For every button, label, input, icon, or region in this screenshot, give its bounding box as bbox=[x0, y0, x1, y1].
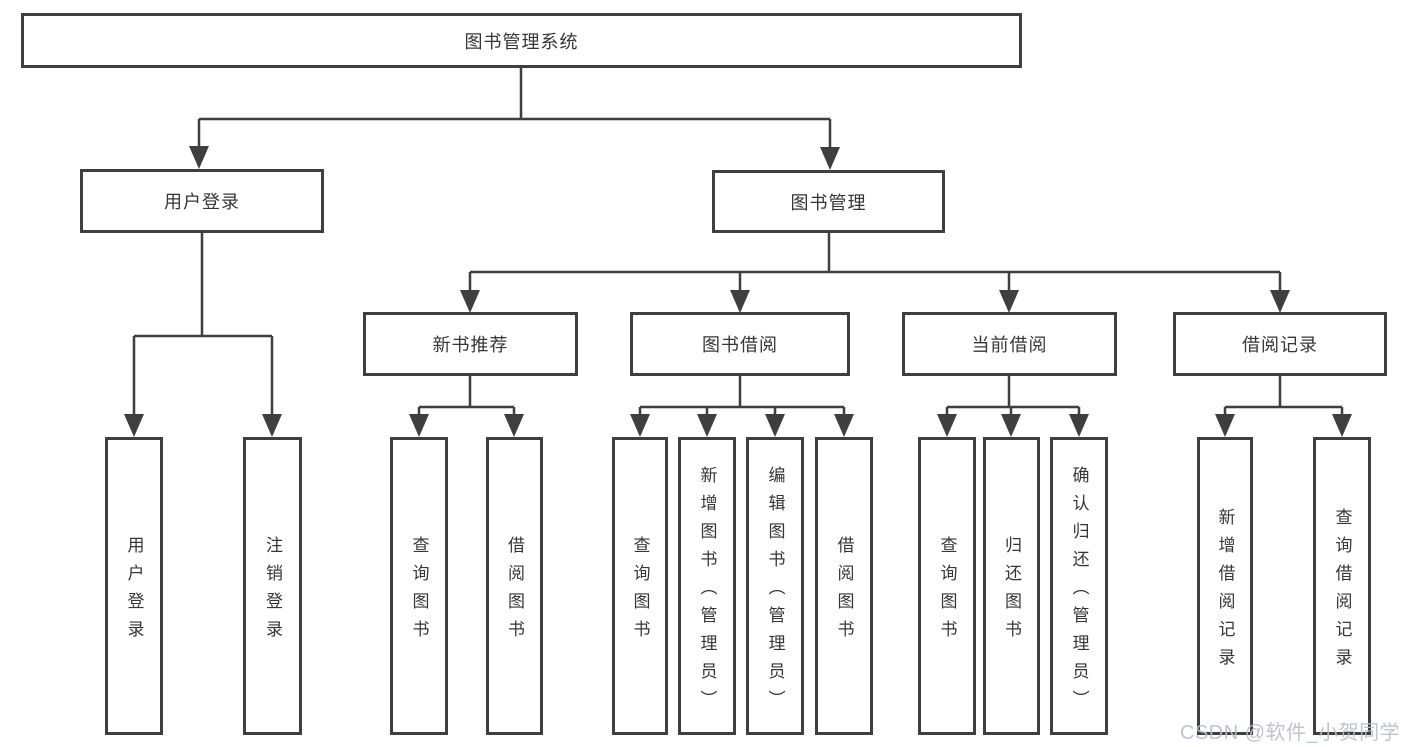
node-label: 查询图书 bbox=[630, 535, 650, 648]
node-label: 借阅记录 bbox=[1242, 335, 1318, 355]
leaf-query-books-1: 查询图书 bbox=[390, 437, 448, 735]
leaf-logout: 注销登录 bbox=[243, 437, 302, 735]
csdn-watermark: CSDN @软件_小贺同学 bbox=[1180, 722, 1401, 744]
node-label: 归还图书 bbox=[1002, 535, 1021, 648]
node-label: 注销登录 bbox=[263, 535, 282, 648]
node-library-management-system: 图书管理系统 bbox=[21, 13, 1022, 68]
node-label: 图书管理 bbox=[790, 192, 867, 213]
node-label: 借阅图书 bbox=[834, 535, 854, 648]
node-book-borrowing: 图书借阅 bbox=[630, 312, 850, 376]
node-label: 借阅图书 bbox=[505, 535, 524, 648]
node-label: 编辑图书（管理员） bbox=[765, 465, 785, 718]
node-label: 确认归还（管理员） bbox=[1069, 465, 1089, 718]
leaf-user-login: 用户登录 bbox=[105, 437, 163, 735]
leaf-add-books-admin: 新增图书（管理员） bbox=[678, 437, 736, 735]
leaf-edit-books-admin: 编辑图书（管理员） bbox=[746, 437, 804, 735]
node-user-login: 用户登录 bbox=[80, 169, 324, 233]
leaf-confirm-return-admin: 确认归还（管理员） bbox=[1050, 437, 1108, 735]
node-label: 用户登录 bbox=[164, 192, 240, 212]
node-book-management: 图书管理 bbox=[712, 170, 945, 233]
node-label: 查询借阅记录 bbox=[1332, 507, 1352, 676]
node-label: 图书管理系统 bbox=[464, 31, 579, 52]
node-borrowing-records: 借阅记录 bbox=[1173, 312, 1387, 376]
leaf-borrow-books-2: 借阅图书 bbox=[815, 437, 873, 735]
node-label: 新增借阅记录 bbox=[1215, 507, 1235, 676]
node-label: 查询图书 bbox=[409, 535, 429, 648]
node-label: 图书借阅 bbox=[702, 335, 778, 355]
node-label: 用户登录 bbox=[124, 535, 144, 648]
leaf-add-borrow-record: 新增借阅记录 bbox=[1197, 437, 1253, 735]
leaf-query-books-3: 查询图书 bbox=[918, 437, 976, 735]
node-current-borrowing: 当前借阅 bbox=[902, 312, 1117, 376]
leaf-return-books: 归还图书 bbox=[983, 437, 1040, 735]
node-label: 新增图书（管理员） bbox=[697, 465, 717, 718]
leaf-query-borrow-record: 查询借阅记录 bbox=[1313, 437, 1371, 735]
node-label: 查询图书 bbox=[937, 535, 957, 648]
node-label: 当前借阅 bbox=[971, 335, 1048, 355]
leaf-query-books-2: 查询图书 bbox=[612, 437, 668, 735]
node-label: 新书推荐 bbox=[432, 335, 509, 355]
leaf-borrow-books-1: 借阅图书 bbox=[486, 437, 543, 735]
node-new-book-recommendation: 新书推荐 bbox=[363, 312, 578, 376]
